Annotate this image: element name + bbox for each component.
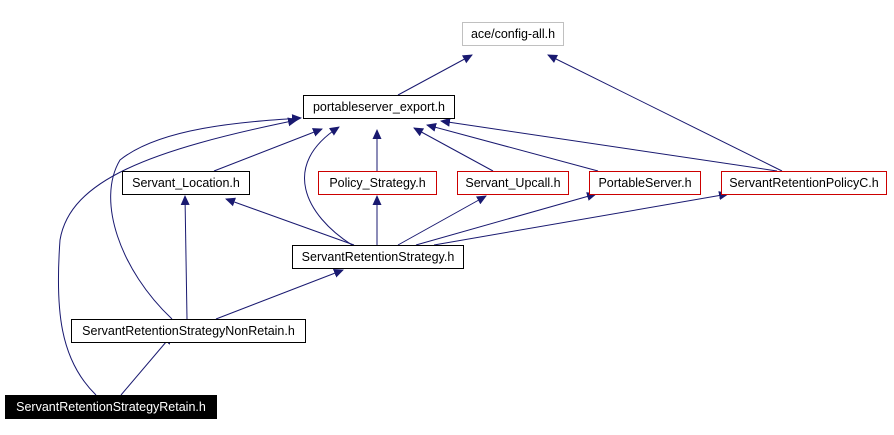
edge-servant-retention-policy-c-to-portableserver-export bbox=[440, 117, 778, 172]
node-servant-retention-strategy[interactable]: ServantRetentionStrategy.h bbox=[292, 245, 464, 269]
node-servant-retention-policy-c[interactable]: ServantRetentionPolicyC.h bbox=[721, 171, 887, 195]
edge-servant-retention-strategy-non-retain-to-servant-retention-strategy bbox=[215, 269, 344, 320]
edge-servant-retention-strategy-to-servant-upcall bbox=[397, 195, 487, 246]
edge-portableserver-to-portableserver-export bbox=[426, 122, 599, 172]
node-portableserver-export[interactable]: portableserver_export.h bbox=[303, 95, 455, 119]
node-portableserver[interactable]: PortableServer.h bbox=[589, 171, 701, 195]
edge-servant-retention-strategy-non-retain-to-portableserver-export bbox=[110, 114, 302, 320]
node-servant-upcall[interactable]: Servant_Upcall.h bbox=[457, 171, 569, 195]
edge-servant-location-to-portableserver-export bbox=[213, 128, 323, 172]
node-servant-location[interactable]: Servant_Location.h bbox=[122, 171, 250, 195]
edge-servant-upcall-to-portableserver-export bbox=[413, 127, 494, 172]
node-ace-config-all: ace/config-all.h bbox=[462, 22, 564, 46]
node-servant-retention-strategy-non-retain[interactable]: ServantRetentionStrategyNonRetain.h bbox=[71, 319, 306, 343]
edge-servant-retention-strategy-retain-to-servant-retention-strategy-non-retain bbox=[120, 334, 173, 396]
edge-servant-retention-strategy-to-portableserver bbox=[415, 192, 597, 246]
edge-servant-retention-strategy-retain-to-portableserver-export bbox=[57, 117, 298, 396]
edge-servant-retention-strategy-non-retain-to-servant-location bbox=[180, 195, 190, 320]
node-servant-retention-strategy-retain: ServantRetentionStrategyRetain.h bbox=[5, 395, 217, 419]
edge-servant-retention-strategy-to-portableserver-export bbox=[304, 126, 353, 246]
edge-portableserver-export-to-ace-config-all bbox=[397, 54, 473, 96]
node-policy-strategy[interactable]: Policy_Strategy.h bbox=[318, 171, 437, 195]
edge-servant-retention-policy-c-to-ace-config-all bbox=[547, 54, 783, 172]
edge-servant-retention-strategy-to-servant-location bbox=[225, 197, 355, 246]
edge-servant-retention-strategy-to-servant-retention-policy-c bbox=[433, 191, 729, 246]
